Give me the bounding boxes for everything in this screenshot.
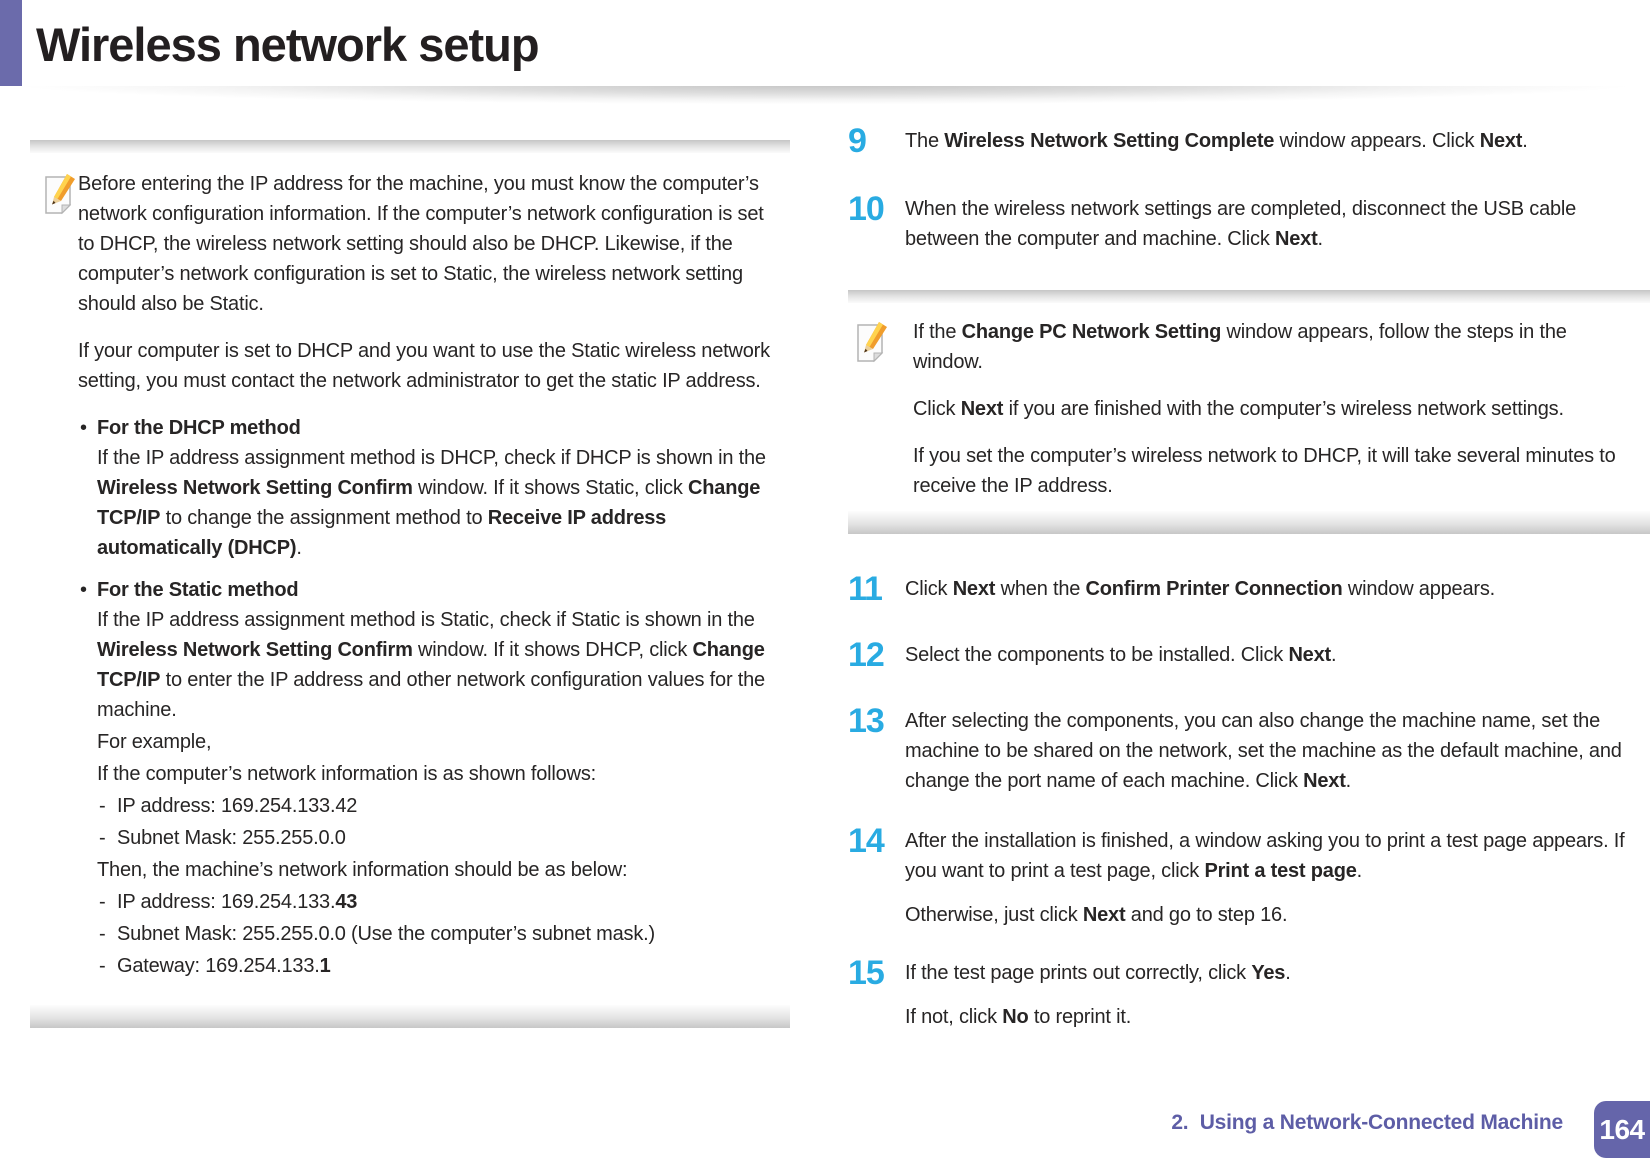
note-box-right: If the Change PC Network Setting window … <box>848 290 1650 534</box>
step-text: After the installation is finished, a wi… <box>905 830 1625 926</box>
step-number: 13 <box>848 702 885 740</box>
step-text: Select the components to be installed. C… <box>905 644 1337 666</box>
step-number: 10 <box>848 190 885 228</box>
note-text: If the Change PC Network Setting window … <box>913 317 1640 501</box>
dash-item-subnet-mask: Subnet Mask: 255.255.0.0 (Use the comput… <box>80 919 780 949</box>
note-paragraph: If your computer is set to DHCP and you … <box>78 340 770 392</box>
dash-item-gateway: Gateway: 169.254.133.1 <box>80 951 780 981</box>
dash-item-subnet-mask: Subnet Mask: 255.255.0.0 <box>80 823 780 853</box>
bullet-dhcp-method: For the DHCP method If the IP address as… <box>80 413 780 563</box>
step-text: The Wireless Network Setting Complete wi… <box>905 130 1528 152</box>
header-accent-bar <box>0 0 22 90</box>
bullet-body: If the IP address assignment method is S… <box>97 609 765 721</box>
header-divider <box>0 86 1650 106</box>
dash-item-ip-address: IP address: 169.254.133.42 <box>80 791 780 821</box>
step-text: After selecting the components, you can … <box>905 710 1622 792</box>
note-bottom-rule <box>848 511 1650 534</box>
step-9: 9 The Wireless Network Setting Complete … <box>848 122 1650 160</box>
step-text: Click Next when the Confirm Printer Conn… <box>905 578 1496 600</box>
pencil-note-icon <box>44 171 78 226</box>
page-number-badge: 164 <box>1594 1101 1650 1158</box>
note-paragraph: Before entering the IP address for the m… <box>78 173 764 315</box>
step-number: 11 <box>848 570 883 608</box>
right-column: 9 The Wireless Network Setting Complete … <box>848 122 1650 1064</box>
step-number: 12 <box>848 636 885 674</box>
step-14: 14 After the installation is finished, a… <box>848 822 1650 930</box>
dash-item-ip-address: IP address: 169.254.133.43 <box>80 887 780 917</box>
footer-section-label: 2. Using a Network-Connected Machine <box>1171 1111 1563 1134</box>
step-11: 11 Click Next when the Confirm Printer C… <box>848 570 1650 608</box>
bullet-title: For the DHCP method <box>80 413 780 443</box>
note-box-left: Before entering the IP address for the m… <box>30 140 790 1028</box>
page-title: Wireless network setup <box>36 18 540 71</box>
note-bottom-rule <box>30 1005 790 1028</box>
note-paragraph: If you set the computer’s wireless netwo… <box>913 445 1616 497</box>
machine-info-intro: Then, the machine’s network information … <box>97 859 628 881</box>
step-text: If the test page prints out correctly, c… <box>905 962 1291 1028</box>
step-text: When the wireless network settings are c… <box>905 198 1577 250</box>
step-number: 15 <box>848 954 885 992</box>
step-10: 10 When the wireless network settings ar… <box>848 190 1650 254</box>
note-paragraph: Click Next if you are finished with the … <box>913 398 1564 420</box>
step-number: 14 <box>848 822 885 860</box>
note-top-rule <box>848 290 1650 303</box>
note-paragraph: If the Change PC Network Setting window … <box>913 321 1567 373</box>
note-text: Before entering the IP address for the m… <box>78 169 780 993</box>
note-top-rule <box>30 140 790 153</box>
bullet-body: If the IP address assignment method is D… <box>97 447 766 559</box>
pencil-note-icon <box>856 319 890 374</box>
step-15: 15 If the test page prints out correctly… <box>848 954 1650 1032</box>
bullet-static-method: For the Static method If the IP address … <box>80 575 780 981</box>
step-number: 9 <box>848 122 867 160</box>
example-intro: For example, <box>97 731 212 753</box>
example-intro: If the computer’s network information is… <box>97 763 596 785</box>
left-column: Before entering the IP address for the m… <box>30 140 790 1028</box>
bullet-title: For the Static method <box>80 575 780 605</box>
step-13: 13 After selecting the components, you c… <box>848 702 1650 796</box>
step-12: 12 Select the components to be installed… <box>848 636 1650 674</box>
